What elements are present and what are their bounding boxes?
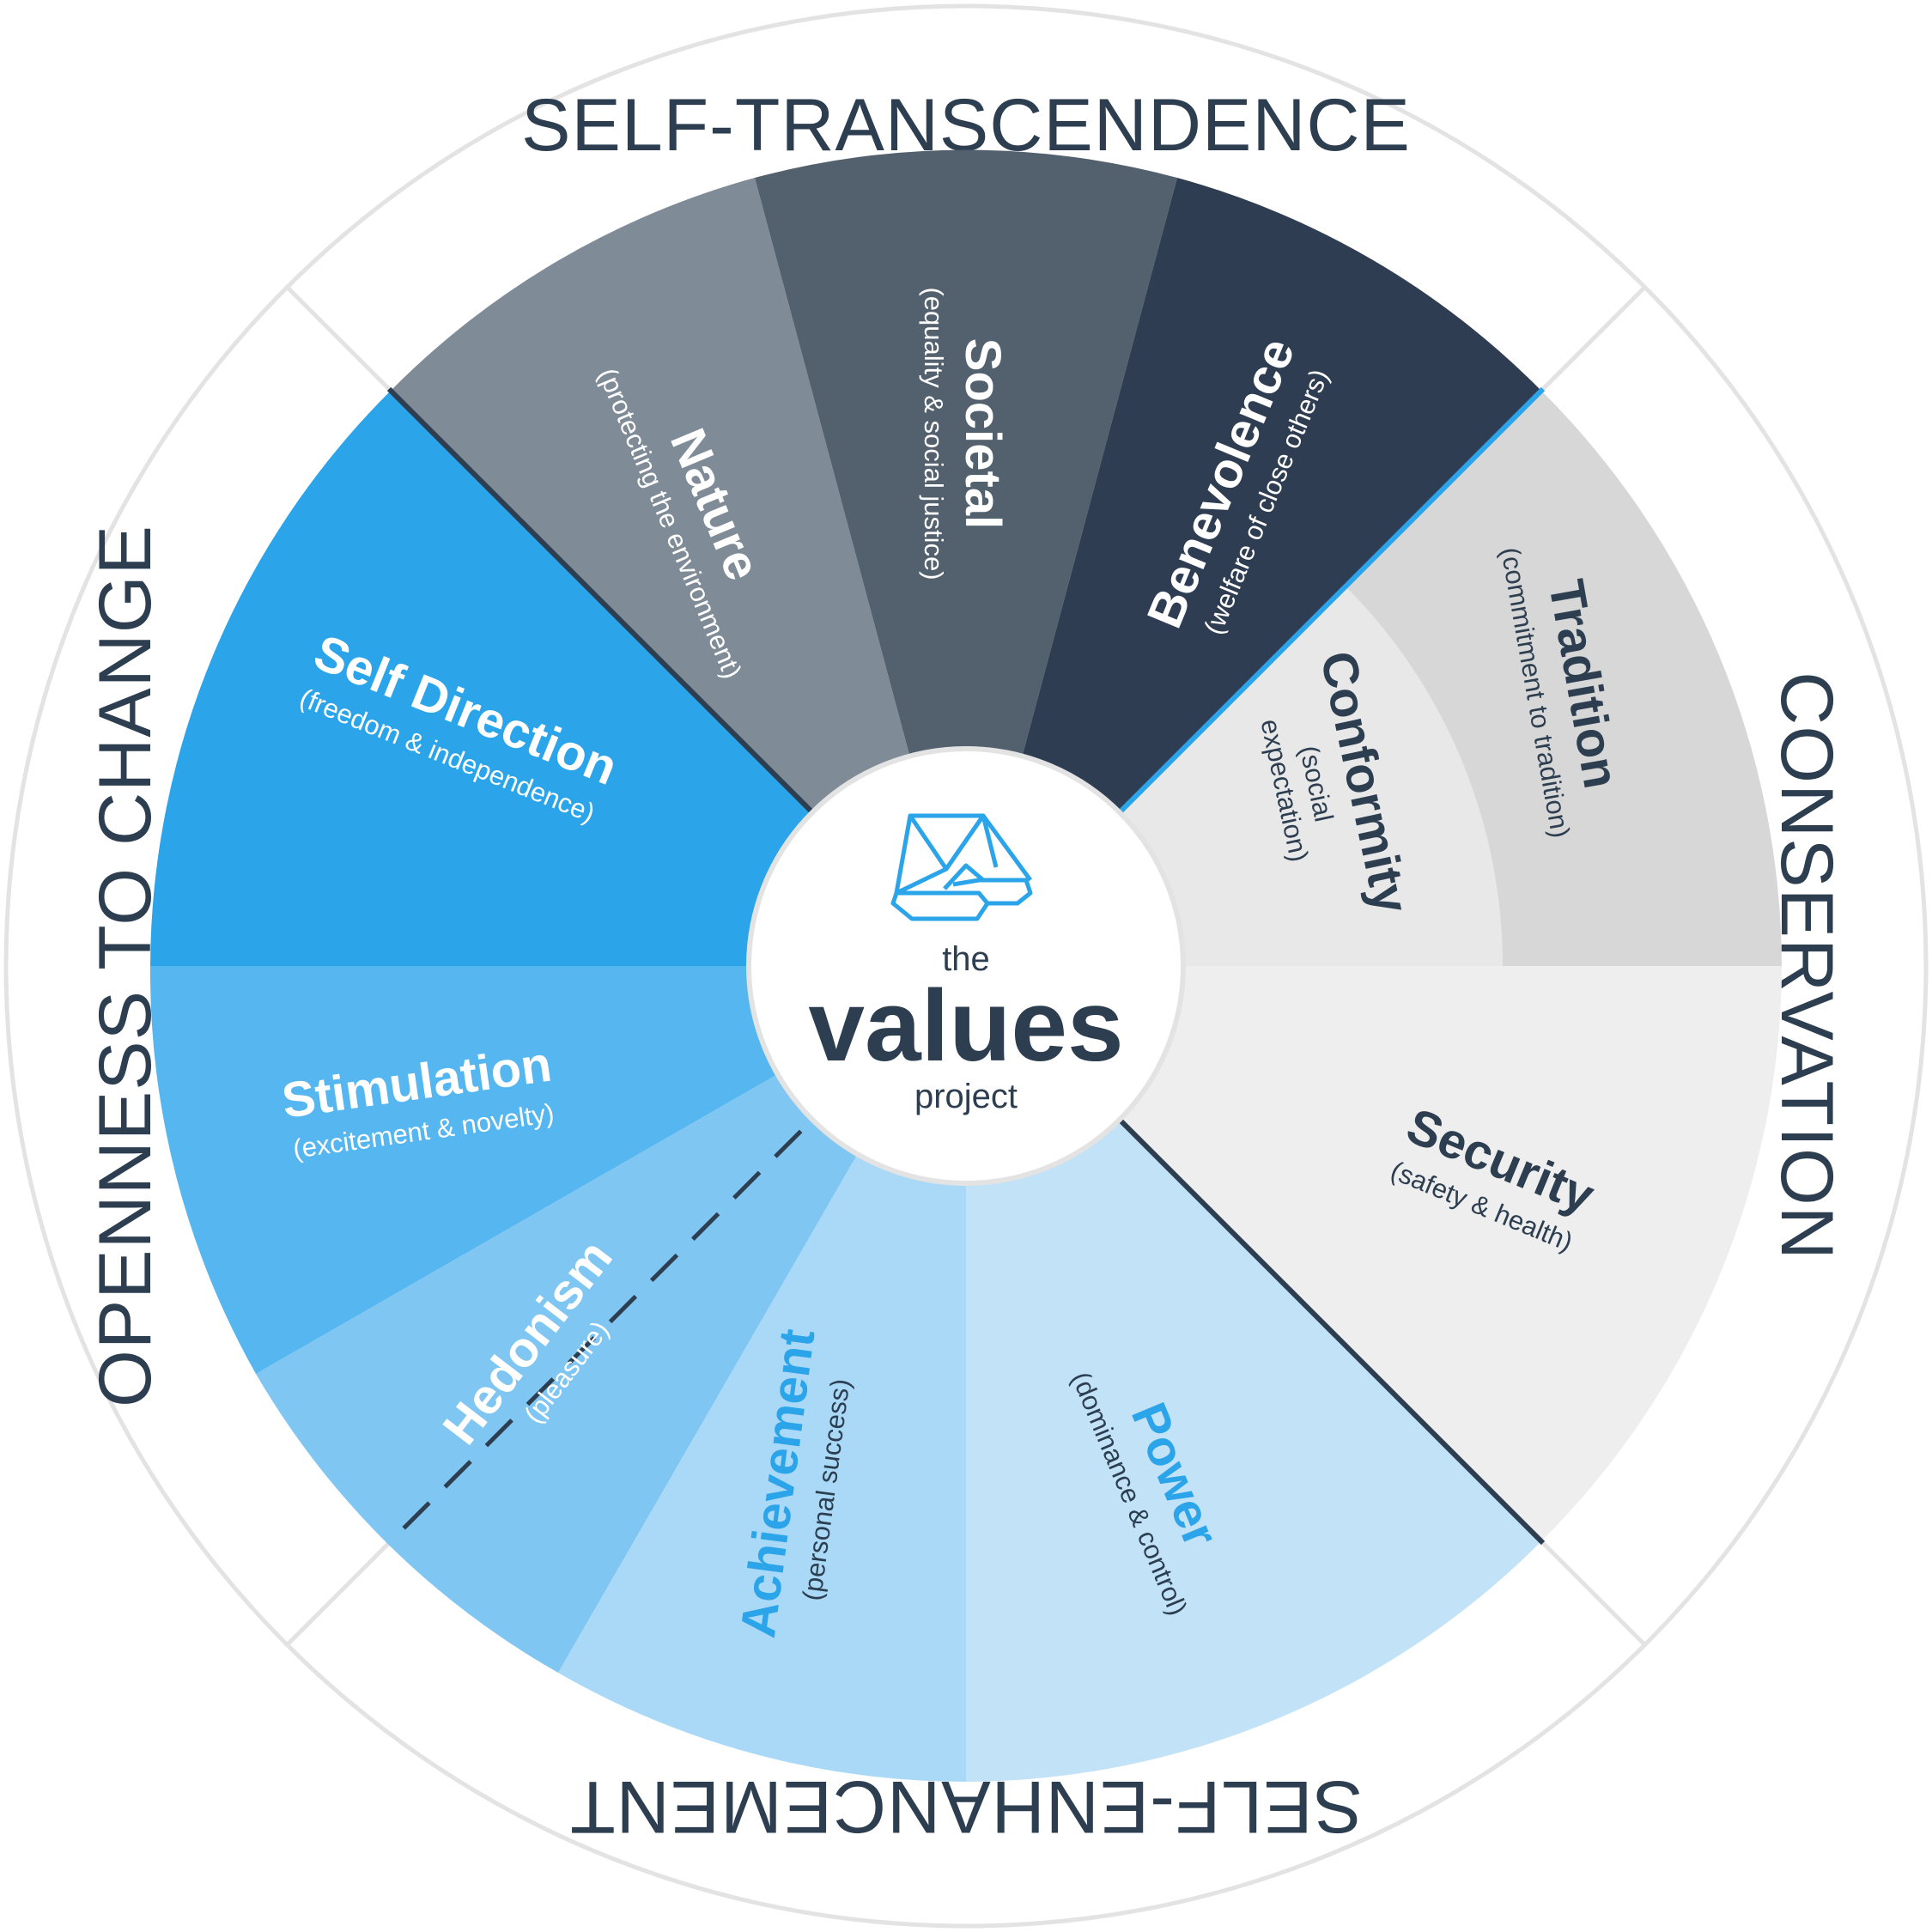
segment-stimulation[interactable] (149, 966, 966, 1374)
segment-nature[interactable] (391, 178, 966, 966)
center-logo: the values project (746, 746, 1186, 1186)
logo-values-text: values (808, 969, 1123, 1083)
segment-achievement[interactable] (558, 966, 966, 1783)
ring-divider-bl (286, 1541, 391, 1646)
svg-text:(equality & social justice): (equality & social justice) (919, 287, 949, 580)
segment-security[interactable] (966, 966, 1782, 1541)
segment-benevolence[interactable] (966, 178, 1541, 966)
segment-societal[interactable] (755, 149, 1177, 966)
logo-the-text: the (942, 940, 990, 978)
logo-project-text: project (914, 1078, 1018, 1115)
stacked-triangles-icon (890, 813, 1033, 921)
segment-power[interactable] (966, 966, 1541, 1782)
segment-self-direction[interactable] (150, 391, 966, 966)
ring-divider-br (1541, 1541, 1646, 1646)
svg-text:Societal: Societal (955, 338, 1011, 529)
ring-divider-tr (1541, 286, 1646, 391)
ring-divider-tl (286, 286, 391, 391)
label-societal: Societal (equality & social justice) (919, 287, 1011, 580)
